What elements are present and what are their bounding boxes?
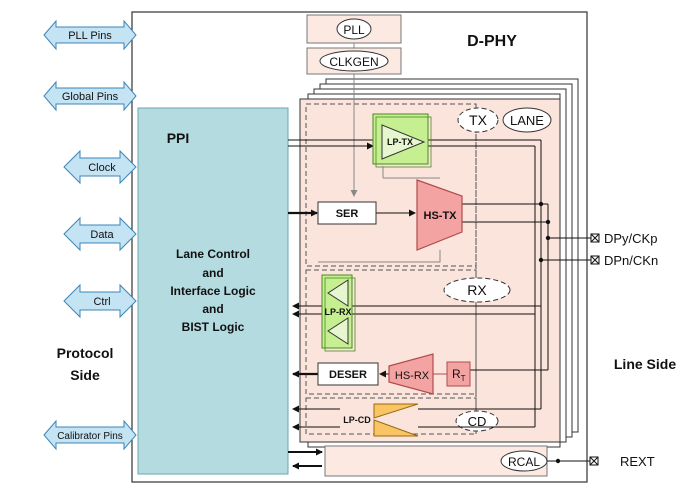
ppi-line-3: Interface Logic xyxy=(170,284,256,298)
rcal-label: RCAL xyxy=(508,455,540,469)
calibrator-pins-label: Calibrator Pins xyxy=(57,431,123,442)
hsrx-label: HS-RX xyxy=(395,370,430,382)
rt-block xyxy=(446,361,471,387)
deser-label: DESER xyxy=(329,369,367,381)
calibrator-pins-arrow: Calibrator Pins xyxy=(43,419,137,451)
data-label: Data xyxy=(90,229,114,241)
lptx-label: LP-TX xyxy=(387,137,413,147)
rx-label: RX xyxy=(467,282,487,298)
rext-pin-label: REXT xyxy=(620,454,655,469)
ppi-title: PPI xyxy=(167,130,190,146)
hstx-label: HS-TX xyxy=(424,210,458,222)
dp-pin-x xyxy=(590,233,600,243)
rext-pin-x xyxy=(589,456,599,466)
protocol-side-line1: Protocol xyxy=(57,345,114,361)
hstx-block xyxy=(416,179,463,251)
lprx-triangle-bottom xyxy=(327,317,349,345)
rt-subscript: T xyxy=(461,374,466,383)
lpcd-triangle-bottom xyxy=(373,419,419,437)
cd-label: CD xyxy=(468,414,487,429)
junction-dp-2 xyxy=(538,201,544,207)
global-pins-arrow: Global Pins xyxy=(43,80,137,112)
lprx-label: LP-RX xyxy=(325,307,352,317)
rx-ellipse xyxy=(443,277,511,303)
lane-label: LANE xyxy=(510,113,544,128)
junction-rcal xyxy=(555,458,561,464)
lane-ellipse xyxy=(502,107,552,133)
ppi-line-2: and xyxy=(202,266,223,280)
global-pins-label: Global Pins xyxy=(62,91,119,103)
ser-label: SER xyxy=(336,208,359,220)
clkgen-label: CLKGEN xyxy=(329,55,378,69)
hsrx-block xyxy=(388,353,434,395)
wire-hstx-feedback xyxy=(318,250,441,263)
deser-block xyxy=(317,362,379,386)
ser-block xyxy=(317,201,377,225)
pll-pins-label: PLL Pins xyxy=(68,30,112,42)
clock-arrow: Clock xyxy=(63,149,137,185)
lpcd-triangle-top xyxy=(373,403,419,419)
ppi-line-5: BIST Logic xyxy=(182,320,245,334)
lprx-triangle-top xyxy=(327,279,349,307)
lprx-block-shadow xyxy=(324,277,356,352)
ppi-line-4: and xyxy=(202,302,223,316)
pll-label: PLL xyxy=(343,23,365,37)
dp-pin-label: DPy/CKp xyxy=(604,231,657,246)
lptx-triangle xyxy=(381,124,426,160)
ppi-line-1: Lane Control xyxy=(176,247,250,261)
clkgen-ellipse xyxy=(319,50,389,72)
tx-ellipse xyxy=(457,107,499,133)
ctrl-arrow: Ctrl xyxy=(63,283,137,319)
ctrl-label: Ctrl xyxy=(93,296,110,308)
dn-pin-label: DPn/CKn xyxy=(604,253,658,268)
data-arrow: Data xyxy=(63,216,137,252)
rt-label: RT xyxy=(452,367,466,383)
protocol-side-line2: Side xyxy=(70,367,100,383)
dphy-title: D-PHY xyxy=(467,33,517,50)
dn-pin-x xyxy=(590,255,600,265)
tx-label: TX xyxy=(469,112,488,128)
lptx-block-shadow xyxy=(375,116,432,168)
line-side-label: Line Side xyxy=(614,356,676,372)
ppi-block xyxy=(137,107,289,475)
lpcd-label: LP-CD xyxy=(343,415,371,425)
cd-ellipse xyxy=(455,410,499,432)
clock-label: Clock xyxy=(88,162,116,174)
pll-pins-arrow: PLL Pins xyxy=(43,19,137,51)
pll-ellipse xyxy=(336,18,372,40)
